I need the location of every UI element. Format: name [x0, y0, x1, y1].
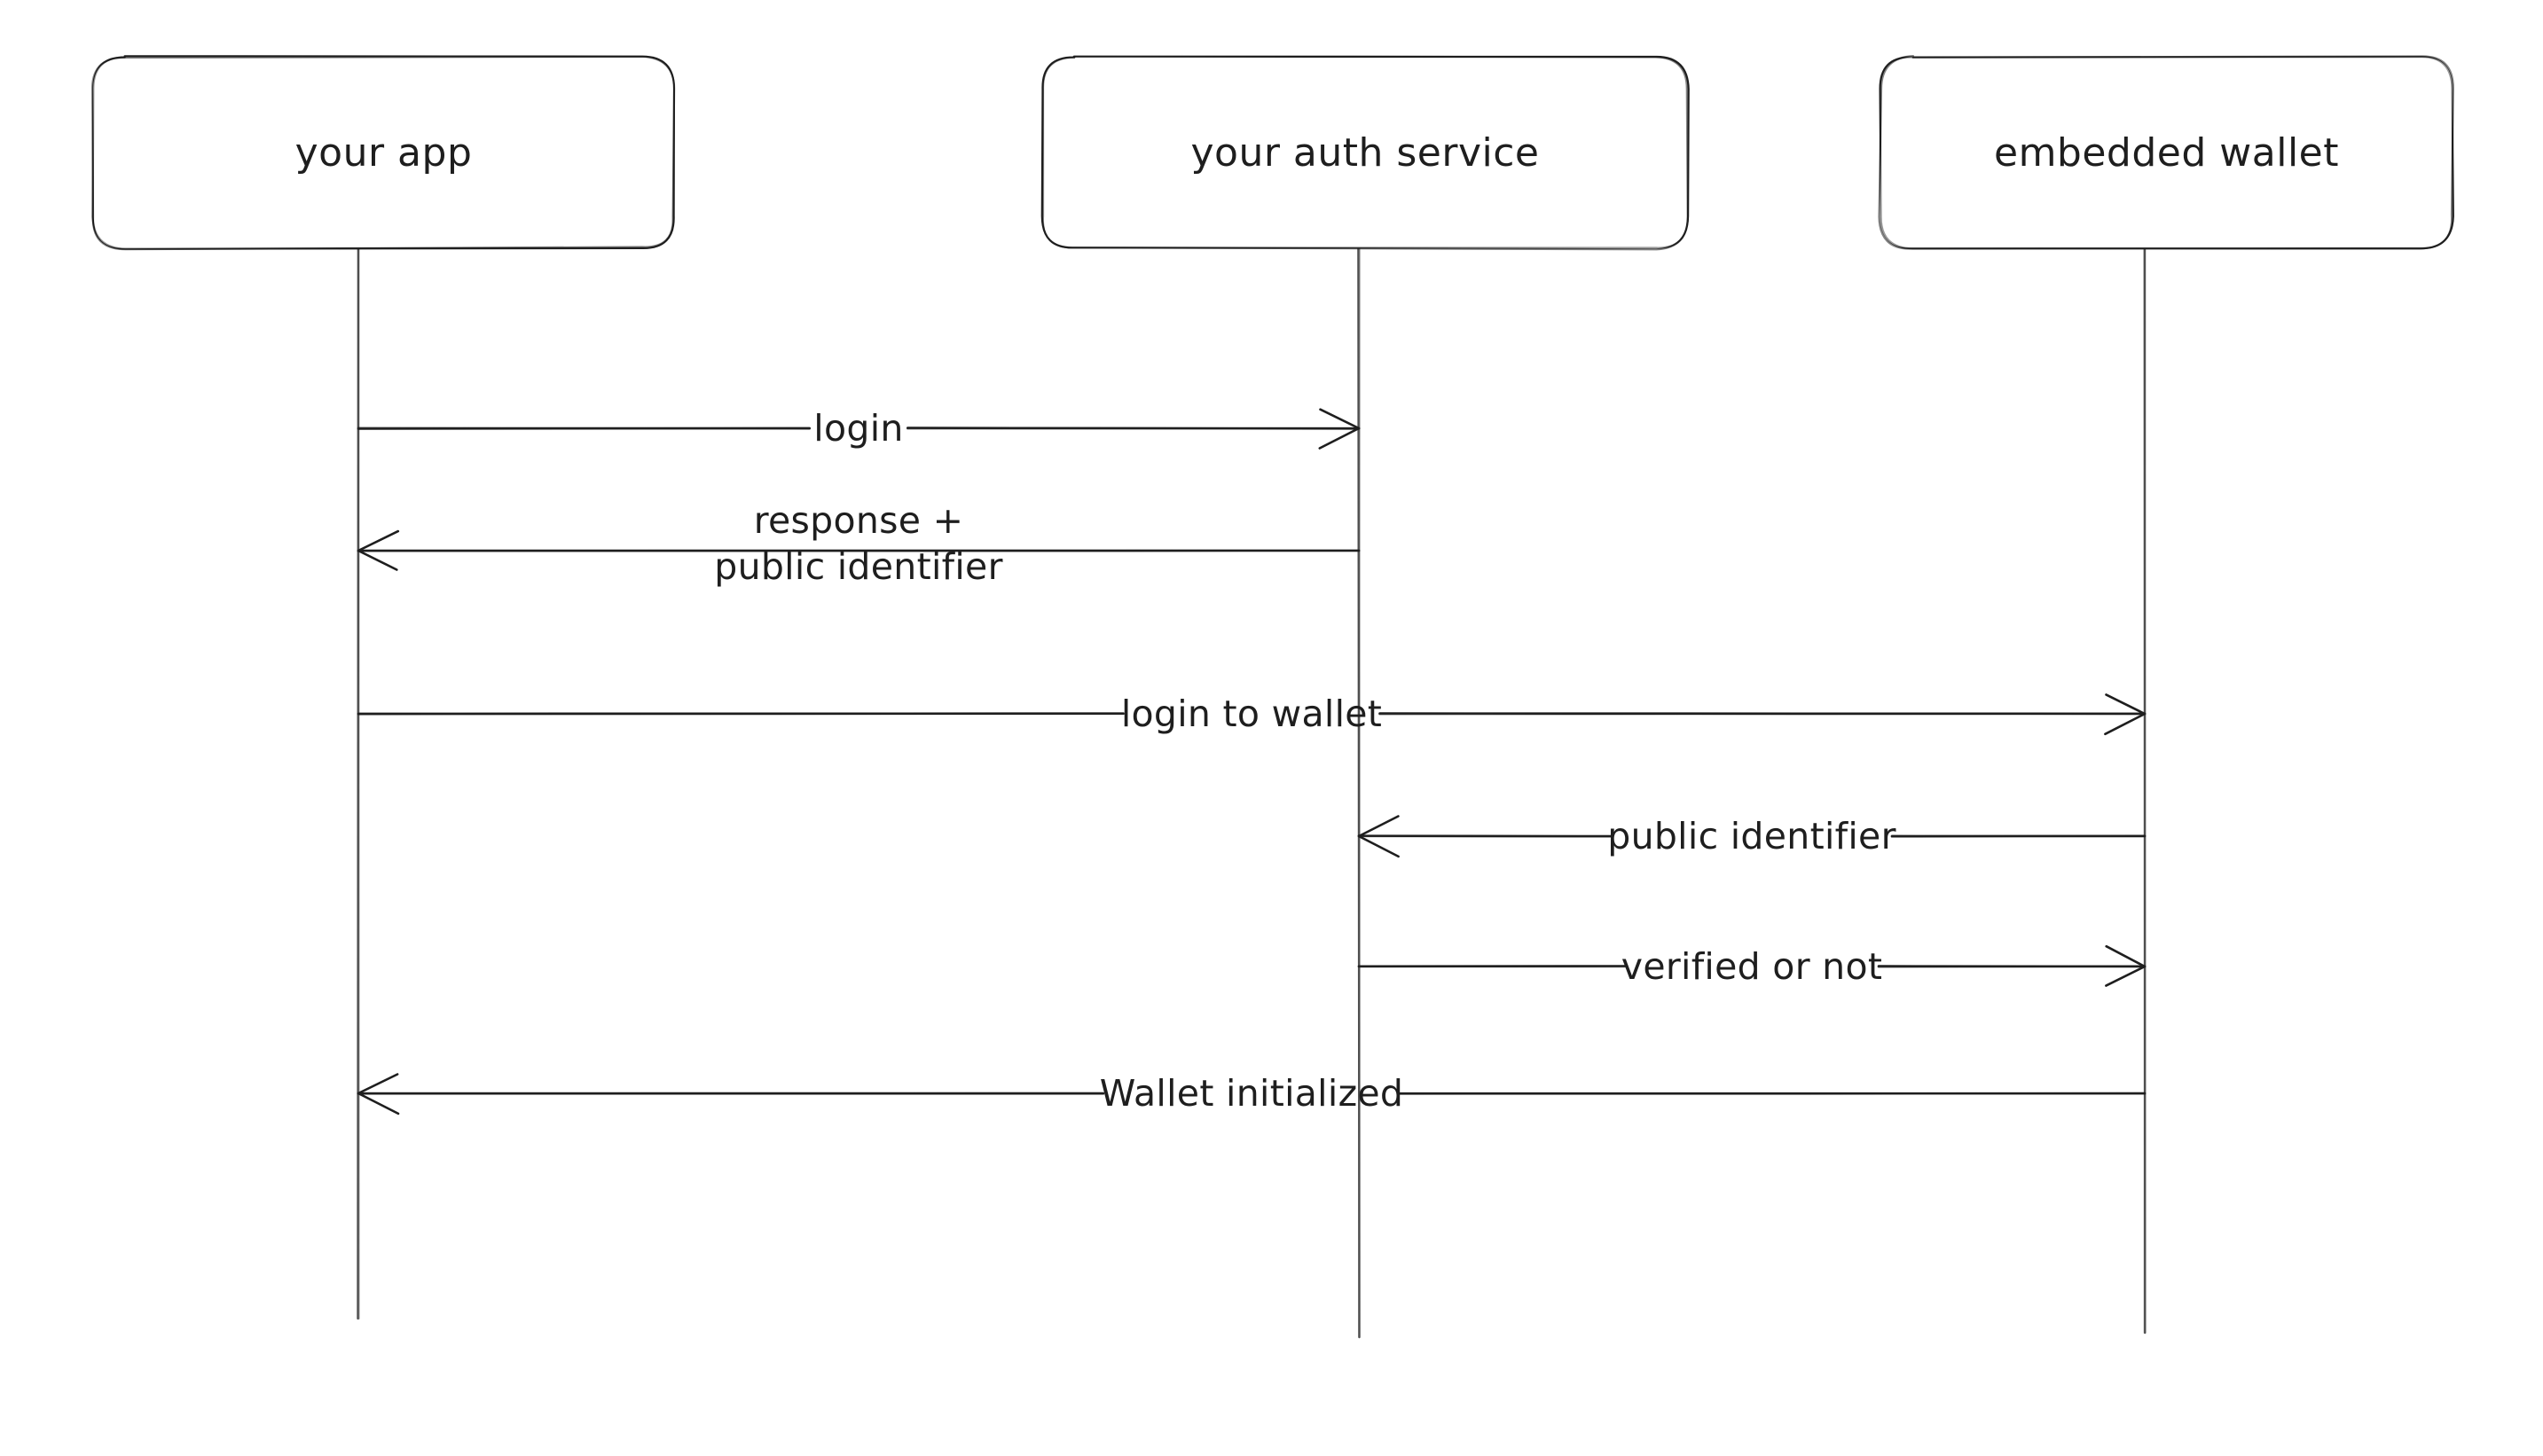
message-label-line: login [813, 407, 903, 450]
participant-box-outline [1041, 55, 1689, 251]
participant-auth[interactable]: your auth service [1040, 55, 1690, 251]
message-arrowhead [2104, 693, 2147, 736]
message-m5[interactable]: verified or not [1357, 944, 2147, 988]
message-label-m5: verified or not [1621, 945, 1882, 988]
message-line [907, 427, 1361, 430]
message-arrowhead [2105, 944, 2147, 987]
message-line [357, 427, 811, 430]
message-arrowhead [1357, 815, 1400, 858]
message-line [357, 549, 1361, 552]
message-line [357, 712, 1125, 716]
message-line [1890, 834, 2147, 838]
message-arrowhead [357, 529, 400, 571]
message-line [1398, 1092, 2147, 1095]
participant-box-outline [1878, 55, 2454, 250]
message-label-m3: login to wallet [1121, 693, 1382, 735]
message-label-m4: public identifier [1607, 815, 1896, 857]
message-label-m2: response +public identifier [714, 499, 1003, 588]
message-label-line: verified or not [1621, 945, 1882, 988]
message-arrowhead [357, 1073, 400, 1115]
message-m4[interactable]: public identifier [1357, 815, 2147, 858]
message-m3[interactable]: login to wallet [357, 693, 2147, 736]
message-label-line: login to wallet [1121, 693, 1382, 735]
message-label-line: response + [754, 499, 964, 542]
message-m2[interactable]: response +public identifier [357, 499, 1361, 588]
message-line [907, 427, 1361, 430]
message-label-line: Wallet initialized [1100, 1072, 1403, 1115]
participants-group: your app your auth service embedded wallet [90, 55, 2454, 251]
message-m1[interactable]: login [357, 407, 1361, 450]
lifeline-app [357, 247, 360, 1320]
participant-box-outline [90, 55, 676, 251]
participant-label-auth: your auth service [1190, 130, 1539, 176]
participant-wallet[interactable]: embedded wallet [1878, 55, 2454, 250]
message-line [1890, 834, 2147, 838]
message-line [1378, 712, 2147, 716]
message-label-m1: login [813, 407, 903, 450]
message-m6[interactable]: Wallet initialized [357, 1072, 2147, 1115]
message-label-line: public identifier [1607, 815, 1896, 857]
message-label-m6: Wallet initialized [1100, 1072, 1403, 1115]
participant-app[interactable]: your app [90, 55, 676, 251]
lifelines-group [357, 247, 2147, 1339]
message-line [357, 427, 811, 430]
participant-label-wallet: embedded wallet [1994, 130, 2339, 176]
message-arrowhead [1318, 408, 1361, 450]
message-label-line: public identifier [714, 545, 1003, 588]
participant-label-app: your app [295, 130, 473, 176]
message-line [1357, 834, 1613, 838]
